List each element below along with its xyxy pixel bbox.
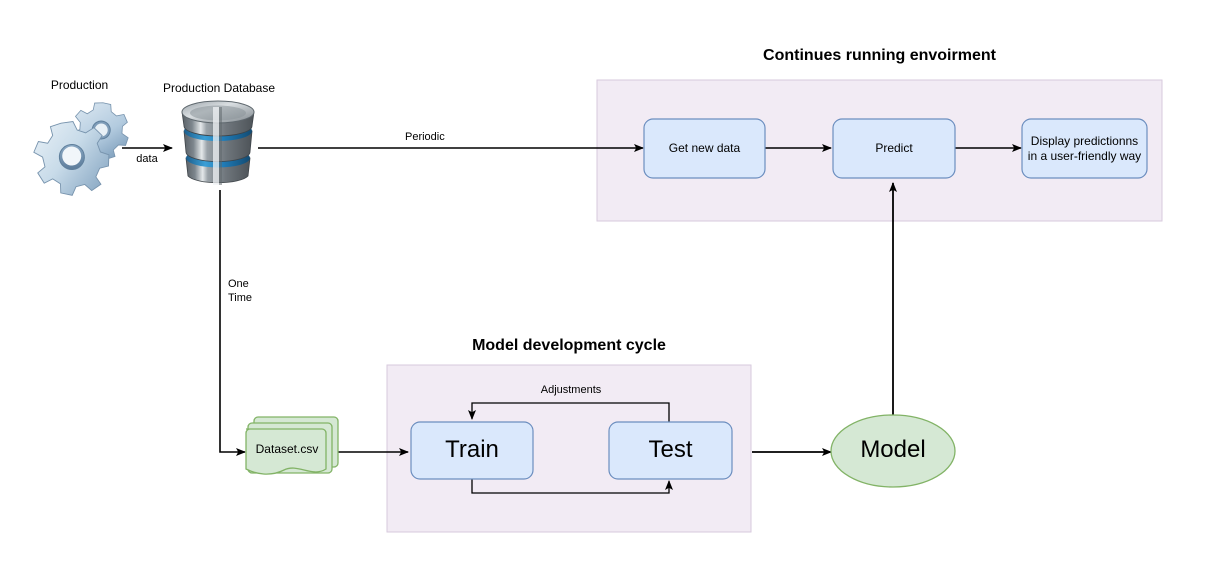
title-model-development-cycle: Model development cycle [472, 337, 666, 354]
title-continuous-environment: Continues running envoirment [763, 47, 996, 64]
node-dataset-csv[interactable] [245, 416, 339, 475]
edge-label-one-time: One Time [228, 278, 253, 304]
gears-icon [33, 102, 129, 196]
production-caption: Production [50, 78, 109, 92]
edge-train-to-test [471, 478, 673, 494]
node-model[interactable] [830, 414, 956, 488]
node-train[interactable] [410, 421, 534, 480]
node-display-predictions[interactable] [1021, 118, 1148, 179]
edge-adjustments-test-to-train [468, 402, 670, 422]
edge-database-to-dataset [219, 190, 246, 456]
database-cylinder-icon [181, 100, 255, 185]
edge-label-adjustments: Adjustments [540, 384, 602, 396]
node-predict[interactable] [832, 118, 956, 179]
production-database-caption: Production Database [162, 81, 276, 95]
node-test[interactable] [608, 421, 733, 480]
node-get-new-data[interactable] [643, 118, 766, 179]
edge-label-periodic: Periodic [405, 131, 445, 143]
edge-label-data: data [136, 153, 158, 165]
